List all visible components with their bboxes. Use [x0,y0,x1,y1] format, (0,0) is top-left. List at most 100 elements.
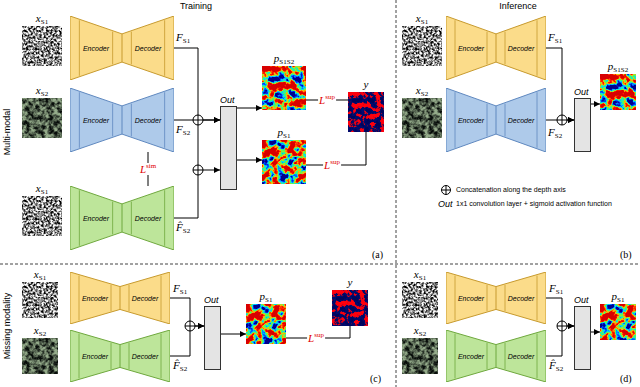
math-base: L [324,159,330,171]
math-base: x [416,12,421,24]
math-base: F [176,123,183,135]
image-tile: pS1 [246,290,286,344]
panel-letter: (d) [620,373,632,385]
block-outline [122,186,174,250]
connector [546,48,574,120]
loss-label: Lsup [318,94,336,106]
block-outline [122,88,174,152]
decoder-block: Decoder [496,88,546,152]
image-texture [402,282,438,318]
image-texture [22,26,62,66]
layer-line [112,202,113,235]
layer-line [129,285,130,311]
panel-letter: (b) [620,249,632,261]
panel-separator [0,264,640,265]
image-texture [22,98,62,138]
math-subscript: S1S2 [279,58,294,66]
encoder-block: Encoder [446,330,496,382]
legend-sample: Out [438,198,453,210]
feature-wire [198,120,199,170]
panel-letter: (a) [372,249,383,261]
image-tile: xS1 [402,268,438,318]
layer-line [131,202,132,235]
image-texture [348,92,384,132]
layer-line [79,190,80,246]
image-picture [600,304,636,340]
layer-line [131,32,132,65]
decoder-block: Decoder [496,16,546,80]
block-label: Encoder [81,352,109,361]
encoder-block: Encoder [70,272,120,324]
decoder-block: Decoder [122,186,174,250]
row-title: Missing modality [2,293,13,360]
block-label: Decoder [134,116,162,125]
encoder-block: Encoder [446,16,496,80]
layer-line [164,20,165,76]
layer-line [505,343,506,369]
math-subscript: S1 [41,18,48,26]
math-superscript: sup [330,158,340,166]
layer-line [111,343,112,369]
math-base: x [36,182,41,194]
section-title: Inference [499,1,537,12]
section-title: Training [180,1,212,12]
connector [174,170,220,218]
block-outline [120,330,170,382]
decoder-block: Decoder [496,272,546,324]
concat-symbols [185,115,567,331]
image-texture [262,140,306,184]
layer-line [537,20,538,76]
math-subscript: S1 [180,288,187,296]
layer-line [537,276,538,321]
block-outline [70,16,122,80]
encoder-block: Encoder [70,88,122,152]
block-outline [446,272,496,324]
image-label: xS2 [34,324,46,336]
image-texture [246,304,286,344]
block-label: Decoder [507,116,535,125]
image-label: xS1 [34,268,46,280]
math-subscript: S2 [41,90,48,98]
math-base: F [549,282,556,294]
layer-line [455,20,456,76]
image-texture [262,66,306,110]
layer-label: Out [574,86,591,98]
label-slot: FS1 [549,282,563,294]
block-label: Decoder [507,294,535,303]
loss-label: Lsup [323,159,341,171]
layer-line [487,285,488,311]
image-label: xS1 [36,12,48,24]
label-slot: FS1 [548,31,562,43]
math-subscript: S2 [183,129,190,137]
math-base: F̂ [173,359,180,371]
block-label: Decoder [507,352,535,361]
block-outline [496,330,546,382]
image-label: xS2 [414,324,426,336]
loss-slot: Lsup [307,332,325,344]
decoder-block: Decoder [120,272,170,324]
image-tile: y [332,276,368,326]
label-slot: F̂S2 [549,359,563,371]
math-subscript: S1 [419,274,426,282]
image-picture [600,74,636,110]
math-subscript: S2 [419,330,426,338]
layer-line [112,104,113,137]
math-base: L [140,163,146,175]
image-texture [600,304,636,340]
image-tile: pS1S2 [262,52,306,110]
layer-line [487,343,488,369]
image-tile: xS1 [22,268,58,318]
legend-text: Concatenation along the depth axis [456,185,566,195]
label-slot: F̂S2 [176,221,190,233]
layer-line [487,32,488,65]
legend-entry: Concatenation along the depth axis [456,185,566,195]
math-base: F [548,126,555,138]
image-label: xS1 [416,12,428,24]
legend-text: 1x1 convolution layer + sigmoid activati… [456,199,612,209]
feature-name: FS1 [548,31,562,43]
connector [237,108,262,109]
block-outline [70,330,120,382]
image-picture [22,282,58,318]
concat-symbol [193,165,203,175]
math-base: x [34,268,39,280]
